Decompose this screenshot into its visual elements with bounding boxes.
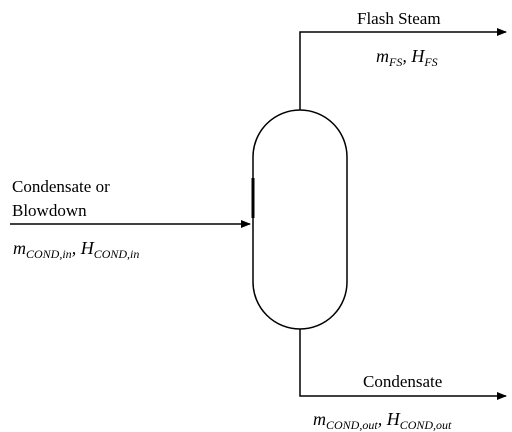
inlet-mass-subscript: COND,in [26,247,72,261]
inlet-variables: mCOND,in, HCOND,in [13,239,139,260]
outlet-mass-symbol: m [313,409,326,429]
inlet-separator: , [71,238,77,258]
condensate-outlet-line [299,329,507,400]
inlet-enthalpy-symbol: H [80,238,94,258]
flash-steam-separator: , [402,46,407,66]
inlet-label-line2: Blowdown [12,201,87,220]
flash-steam-variables: mFS, HFS [376,47,438,68]
outlet-separator: , [377,409,383,429]
flash-steam-label: Flash Steam [357,9,441,28]
flash-tank-vessel [252,109,348,330]
outlet-enthalpy-symbol: H [386,409,400,429]
inlet-mass-symbol: m [13,238,26,258]
condensate-outlet-label: Condensate [363,372,443,391]
flash-steam-mass-subscript: FS [389,55,403,69]
flash-steam-enthalpy-symbol: H [411,46,425,66]
inlet-enthalpy-subscript: COND,in [93,247,140,261]
condensate-outlet-variables: mCOND,out, HCOND,out [313,410,451,431]
outlet-enthalpy-subscript: COND,out [399,418,452,432]
flash-steam-enthalpy-subscript: FS [424,55,438,69]
outlet-mass-subscript: COND,out [326,418,378,432]
flash-steam-line [299,28,507,110]
flash-steam-mass-symbol: m [376,46,389,66]
inlet-label-line1: Condensate or [12,177,110,196]
